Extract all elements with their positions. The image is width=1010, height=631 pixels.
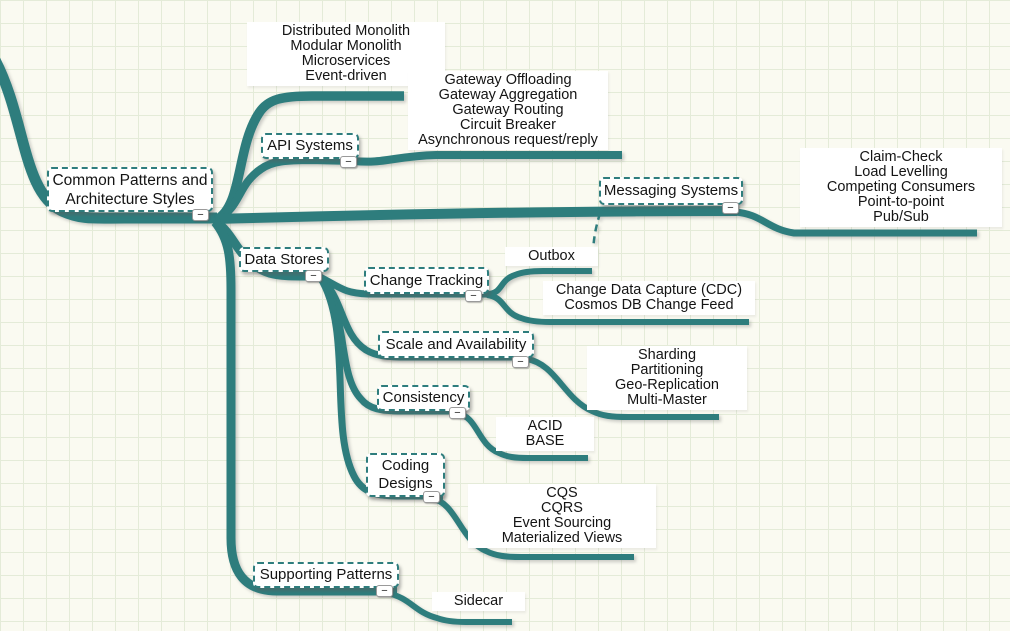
node-coding-designs-label-line1: Coding <box>381 457 430 474</box>
node-supporting-patterns[interactable]: Supporting Patterns <box>253 562 399 588</box>
leaf-line: Distributed Monolith <box>281 23 411 39</box>
edge-sidecar <box>386 590 512 625</box>
leaf-architecture-styles[interactable]: Distributed Monolith Modular Monolith Mi… <box>247 22 445 86</box>
node-data-stores[interactable]: Data Stores <box>239 247 329 272</box>
leaf-line: Gateway Offloading <box>444 72 572 88</box>
node-scale-and-availability-label: Scale and Availability <box>385 335 527 353</box>
leaf-line: Multi-Master <box>627 392 707 408</box>
node-supporting-patterns-label: Supporting Patterns <box>259 566 393 583</box>
connector-outbox-to-messaging <box>591 212 602 253</box>
leaf-line: Event-driven <box>305 68 387 84</box>
node-change-tracking-label: Change Tracking <box>369 271 484 289</box>
node-messaging-systems-label: Messaging Systems <box>603 182 739 199</box>
leaf-line: CQRS <box>541 500 583 516</box>
leaf-line: Sidecar <box>453 593 504 609</box>
leaf-consistency-models[interactable]: ACID BASE <box>496 417 594 451</box>
minus-icon: − <box>310 269 317 282</box>
edge-messaging-children <box>734 208 977 237</box>
leaf-line: Gateway Aggregation <box>438 87 578 103</box>
collapse-button-change-tracking[interactable]: − <box>465 290 482 302</box>
node-scale-and-availability[interactable]: Scale and Availability <box>378 331 534 358</box>
leaf-line: CQS <box>546 485 578 501</box>
leaf-line: Outbox <box>528 248 575 264</box>
leaf-line: Point-to-point <box>857 194 945 210</box>
collapse-button-api-systems[interactable]: − <box>340 156 357 168</box>
node-coding-designs[interactable]: Coding Designs <box>366 453 445 497</box>
collapse-button-consistency[interactable]: − <box>449 407 466 419</box>
leaf-line: Asynchronous request/reply <box>418 132 598 148</box>
collapse-button-coding-designs[interactable]: − <box>423 491 440 503</box>
node-consistency[interactable]: Consistency <box>377 385 470 411</box>
edge-scale-children <box>526 356 719 420</box>
leaf-line: BASE <box>525 433 565 449</box>
node-consistency-label: Consistency <box>382 389 465 406</box>
node-coding-designs-label-line2: Designs <box>378 475 433 492</box>
leaf-line: Claim-Check <box>859 149 943 165</box>
edge-messaging-trunk <box>215 206 738 224</box>
leaf-line: Pub/Sub <box>873 209 929 225</box>
edge-supporting-patterns <box>211 219 397 596</box>
collapse-button-root[interactable]: − <box>192 209 209 221</box>
leaf-sidecar[interactable]: Sidecar <box>432 592 525 611</box>
leaf-line: Gateway Routing <box>452 102 564 118</box>
leaf-api-patterns[interactable]: Gateway Offloading Gateway Aggregation G… <box>408 71 608 150</box>
leaf-outbox[interactable]: Outbox <box>505 247 598 266</box>
collapse-button-supporting-patterns[interactable]: − <box>376 585 393 597</box>
leaf-line: Materialized Views <box>501 530 623 546</box>
leaf-line: Cosmos DB Change Feed <box>564 297 734 313</box>
node-root-label-line2: Architecture Styles <box>65 190 195 208</box>
leaf-line: Circuit Breaker <box>460 117 556 133</box>
minus-icon: − <box>345 155 352 168</box>
minus-icon: − <box>381 584 388 597</box>
minus-icon: − <box>727 201 734 214</box>
edge-outbox <box>486 268 592 297</box>
collapse-button-messaging-systems[interactable]: − <box>722 202 739 214</box>
leaf-line: Load Levelling <box>854 164 948 180</box>
minus-icon: − <box>197 208 204 221</box>
node-root[interactable]: Common Patterns and Architecture Styles <box>47 167 213 212</box>
leaf-line: Sharding <box>637 347 697 363</box>
leaf-scale-patterns[interactable]: Sharding Partitioning Geo-Replication Mu… <box>587 346 747 410</box>
leaf-line: Change Data Capture (CDC) <box>555 282 743 298</box>
leaf-change-capture[interactable]: Change Data Capture (CDC) Cosmos DB Chan… <box>543 281 755 315</box>
leaf-line: Competing Consumers <box>826 179 976 195</box>
leaf-line: Geo-Replication <box>615 377 719 393</box>
leaf-line: ACID <box>527 418 563 434</box>
edge-coding-children <box>430 495 634 560</box>
collapse-button-scale-and-availability[interactable]: − <box>512 356 529 368</box>
leaf-line: Modular Monolith <box>290 38 402 54</box>
leaf-coding-patterns[interactable]: CQS CQRS Event Sourcing Materialized Vie… <box>468 484 656 548</box>
leaf-messaging-patterns[interactable]: Claim-Check Load Levelling Competing Con… <box>800 148 1002 227</box>
edge-change-capture <box>486 292 749 325</box>
node-api-systems[interactable]: API Systems <box>261 133 359 159</box>
minus-icon: − <box>454 406 461 419</box>
node-api-systems-label: API Systems <box>267 137 353 154</box>
minus-icon: − <box>428 490 435 503</box>
minus-icon: − <box>470 289 477 302</box>
edge-api-systems <box>214 151 622 224</box>
leaf-line: Microservices <box>301 53 391 69</box>
node-change-tracking[interactable]: Change Tracking <box>364 267 489 294</box>
collapse-button-data-stores[interactable]: − <box>305 270 322 282</box>
minus-icon: − <box>517 355 524 368</box>
leaf-line: Partitioning <box>630 362 704 378</box>
node-data-stores-label: Data Stores <box>244 250 324 268</box>
node-messaging-systems[interactable]: Messaging Systems <box>599 177 743 205</box>
node-root-label-line1: Common Patterns and <box>52 171 208 189</box>
edge-consistency-children <box>456 410 588 461</box>
leaf-line: Event Sourcing <box>512 515 612 531</box>
